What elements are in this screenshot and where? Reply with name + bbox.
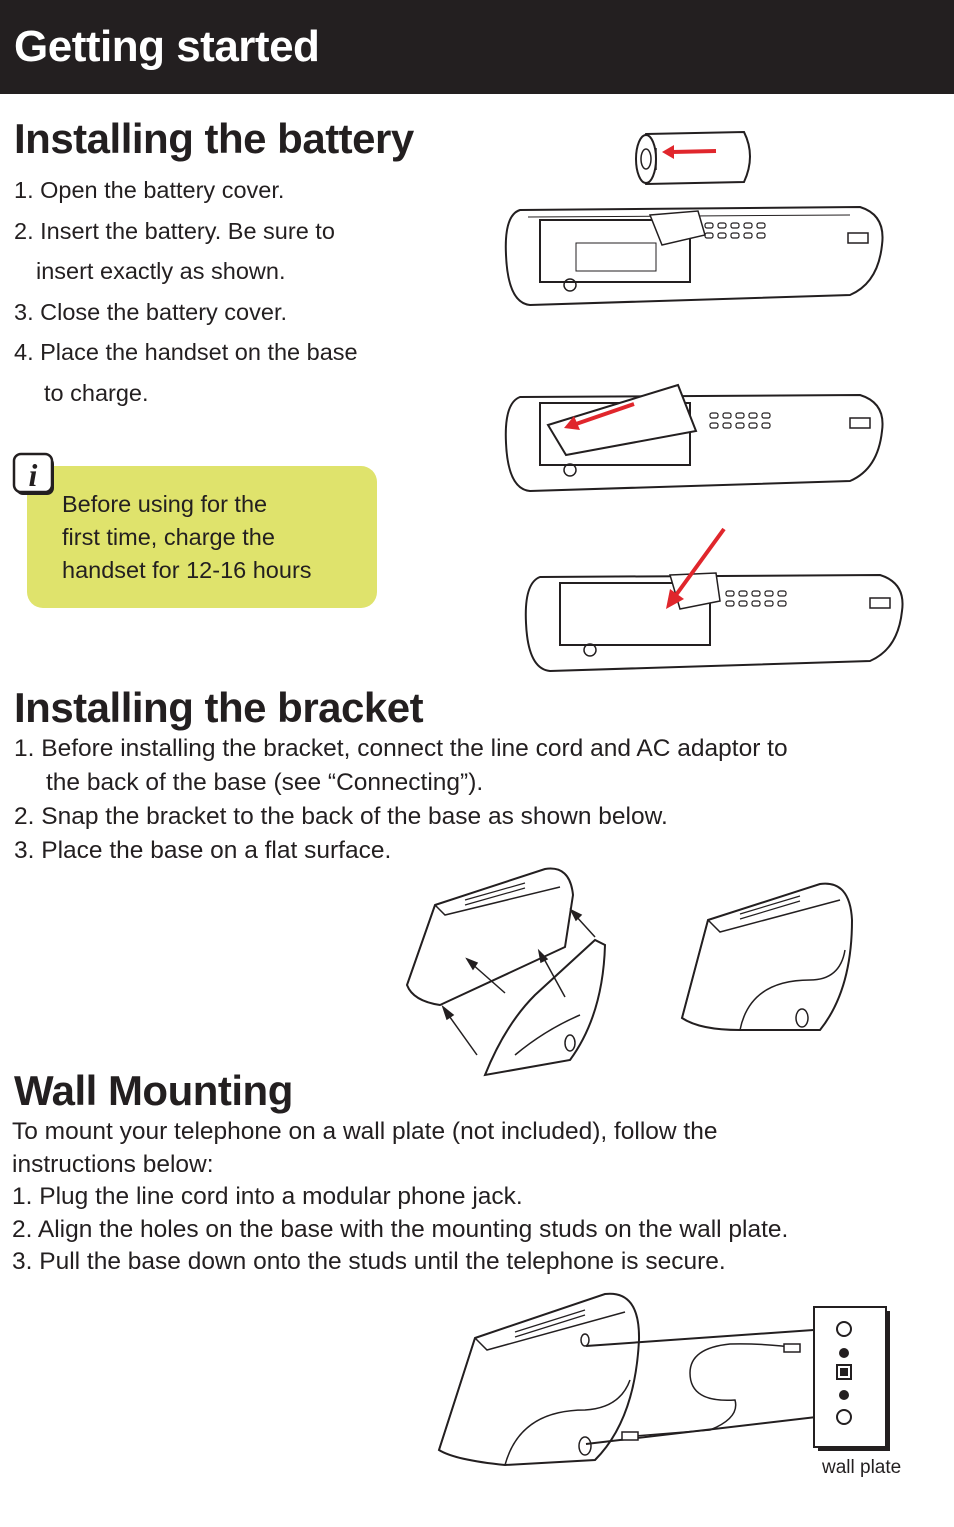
battery-step-1: 1. Open the battery cover. [14, 177, 285, 203]
close-cover-arrow [666, 527, 726, 609]
info-icon: i [12, 452, 54, 495]
handset-open-cover-illustration [504, 205, 884, 307]
battery-insert-arrow [662, 145, 717, 159]
wall-plate-label: wall plate [822, 1457, 902, 1478]
charge-note-line-1: Before using for the [62, 491, 268, 517]
battery-step-3: 3. Close the battery cover. [14, 298, 288, 325]
wall-mount-base-illustration [437, 1292, 641, 1467]
handset-close-cover-illustration [524, 572, 904, 673]
charge-note-box: Before using for the first time, charge … [27, 466, 377, 608]
page-title: Getting started [14, 22, 320, 71]
handset-insert-battery-illustration [504, 383, 884, 493]
wall-section-title: Wall Mounting [14, 1067, 293, 1114]
battery-step-2: 2. Insert the battery. Be sure to [14, 217, 335, 244]
wall-plate-icon [813, 1306, 890, 1451]
bracket-section-title: Installing the bracket [14, 684, 424, 731]
battery-step-4-continued: to charge. [44, 379, 149, 406]
bracket-attached-illustration [680, 882, 854, 1031]
svg-text:i: i [29, 457, 38, 493]
wall-step-2: 2. Align the holes on the base with the … [12, 1215, 789, 1243]
battery-section-title: Installing the battery [14, 115, 414, 162]
wall-intro-line-2: instructions below: [12, 1150, 214, 1178]
battery-step-2-continued: insert exactly as shown. [36, 258, 286, 284]
bracket-steps: 1. Before installing the bracket, connec… [14, 732, 934, 868]
battery-steps: 1. Open the battery cover. 2. Insert the… [14, 170, 454, 413]
line-cord-illustration [585, 1327, 843, 1445]
wall-step-3: 3. Pull the base down onto the studs unt… [12, 1248, 726, 1275]
bracket-attach-illustration [405, 867, 607, 1077]
battery-step-4: 4. Place the handset on the base [14, 339, 358, 365]
bracket-step-1: 1. Before installing the bracket, connec… [14, 735, 788, 762]
wall-intro-line-1: To mount your telephone on a wall plate … [12, 1118, 718, 1145]
wall-steps: To mount your telephone on a wall plate … [12, 1116, 932, 1279]
charge-note-text: Before using for the first time, charge … [62, 488, 362, 587]
charge-note-line-2: first time, charge the [62, 524, 275, 550]
wall-step-1: 1. Plug the line cord into a modular pho… [12, 1183, 523, 1210]
bracket-step-2: 2. Snap the bracket to the back of the b… [14, 803, 668, 830]
charge-note-line-3: handset for 12-16 hours [62, 557, 312, 583]
battery-illustration [635, 130, 751, 186]
battery-slide-arrow [564, 402, 635, 430]
bracket-step-1-continued: the back of the base (see “Connecting”). [46, 769, 484, 796]
bracket-step-3: 3. Place the base on a flat surface. [14, 837, 392, 864]
header-bar: Getting started [0, 0, 954, 94]
